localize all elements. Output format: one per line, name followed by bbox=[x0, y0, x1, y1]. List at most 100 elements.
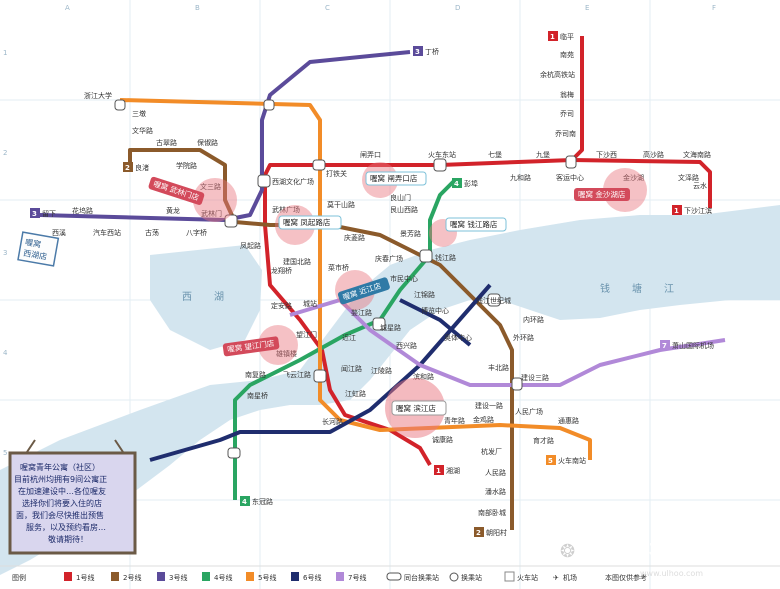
st-genshanxi: 艮山西路 bbox=[390, 205, 418, 214]
st-wengmei: 翁梅 bbox=[560, 90, 574, 99]
term-linping: 临平 bbox=[560, 32, 574, 41]
qiantang-river bbox=[0, 205, 780, 575]
note-line-7: 敬请期待！ bbox=[48, 534, 88, 544]
st-yuhang: 余杭高铁站 bbox=[540, 70, 575, 79]
term-liangzhu-num: 2 bbox=[125, 164, 130, 172]
grid-col-c: C bbox=[325, 4, 330, 12]
st-tonghui: 通惠路 bbox=[558, 416, 579, 425]
grid-col-f: F bbox=[712, 4, 716, 12]
grid-col-d: D bbox=[455, 4, 460, 12]
legend-line2: 2号线 bbox=[123, 573, 141, 582]
st-bazi: 八字桥 bbox=[186, 228, 207, 237]
legend-line6: 6号线 bbox=[303, 573, 321, 582]
st-wenhua: 文华路 bbox=[132, 126, 153, 135]
line-1-path bbox=[263, 36, 712, 467]
sign-line1: 喔窝 bbox=[24, 237, 41, 250]
st-panshui: 潘水路 bbox=[485, 487, 506, 496]
term-hznan: 火车南站 bbox=[558, 456, 586, 465]
st-gucui: 古翠路 bbox=[156, 138, 177, 147]
st-xiongzhen: 雄镇楼 bbox=[276, 349, 297, 358]
term-linping-num: 1 bbox=[550, 33, 555, 41]
st-jingfang: 景芳路 bbox=[400, 229, 421, 238]
terminal-badges: 1 临平 1 下沙江滨 1 湘湖 2 良渚 2 朝阳村 3 丁桥 3 留下 4 … bbox=[30, 31, 714, 537]
st-qingchun: 庆春广场 bbox=[375, 254, 403, 263]
st-qianjianglu: 钱江路 bbox=[435, 253, 456, 262]
st-zhanongkou: 闸弄口 bbox=[360, 151, 381, 159]
term-liuxia: 留下 bbox=[42, 209, 56, 218]
westlake-sign: 喔窝 西湖店 bbox=[17, 231, 60, 267]
st-renminlu: 人民路 bbox=[485, 468, 506, 477]
legend-airport: 机场 bbox=[563, 573, 577, 582]
line-5-path bbox=[119, 98, 592, 460]
st-huanglong: 黄龙 bbox=[166, 206, 180, 215]
st-nanxing: 南星桥 bbox=[247, 391, 268, 400]
st-jiangjin: 江锦路 bbox=[414, 290, 435, 299]
note-line-3: 在加速建设中…各位喔友 bbox=[18, 486, 106, 496]
st-bolan: 博览中心 bbox=[421, 306, 449, 315]
legend-line3: 3号线 bbox=[169, 573, 187, 582]
st-wenze: 文泽路 bbox=[678, 173, 699, 182]
st-qichexi: 汽车西站 bbox=[93, 228, 121, 237]
line-7-path bbox=[289, 298, 726, 387]
note-line-4: 选择你们将要入住的店 bbox=[22, 498, 102, 508]
legend-fineprint: 本图仅供参考 bbox=[605, 573, 647, 582]
st-jinshahu: 金沙湖 bbox=[623, 173, 644, 182]
st-wangjiang: 望江门 bbox=[296, 330, 317, 339]
term-liuxia-num: 3 bbox=[32, 210, 37, 218]
st-chengkang: 诚康路 bbox=[432, 435, 453, 444]
st-gudang: 古荡 bbox=[145, 228, 159, 237]
st-wenhainan: 文海南路 bbox=[683, 150, 711, 159]
st-qjsjc: 钱江世纪城 bbox=[476, 296, 511, 305]
term-airport-num: 7 bbox=[662, 342, 667, 350]
st-waihuan: 外环路 bbox=[513, 333, 534, 342]
st-qiaosinan: 乔司南 bbox=[555, 129, 576, 138]
sign-line2: 西湖店 bbox=[22, 248, 47, 262]
st-wujiang: 婺江路 bbox=[351, 308, 372, 317]
st-xihuwh: 西湖文化广场 bbox=[272, 177, 314, 186]
st-hangfa: 杭发厂 bbox=[481, 447, 502, 456]
watermark-url: www.ulhoo.com bbox=[640, 569, 703, 578]
transfer-stations bbox=[114, 99, 577, 459]
west-lake bbox=[150, 245, 262, 350]
term-chaoyang: 朝阳村 bbox=[486, 528, 507, 537]
shop-jinshahu: 喔窝 金沙湖店 bbox=[578, 189, 626, 199]
st-keyun: 客运中心 bbox=[556, 173, 584, 182]
shop-zhanongkou: 喔窝 闸弄口店 bbox=[370, 173, 418, 183]
note-line-6: 服务，以及预约看房… bbox=[26, 522, 106, 532]
st-sandun: 三墩 bbox=[132, 109, 146, 118]
st-jianshe1: 建设一路 bbox=[475, 401, 503, 410]
note-line-2: 目前杭州均拥有9间公寓正 bbox=[14, 474, 107, 484]
westlake-label: 西 湖 bbox=[182, 291, 230, 303]
st-fengqi: 凤起路 bbox=[240, 241, 261, 250]
st-aoti: 奥体中心 bbox=[444, 333, 472, 342]
st-longxiang: 龙翔桥 bbox=[271, 266, 292, 275]
st-qingnian: 青年路 bbox=[444, 416, 465, 425]
watermark-text: 喔窝在杭州 bbox=[605, 539, 715, 565]
st-genshanmen: 良山门 bbox=[390, 193, 411, 202]
st-binhe: 滨和路 bbox=[413, 372, 434, 381]
term-liangzhu: 良渚 bbox=[135, 163, 149, 172]
st-dingan: 定安路 bbox=[271, 301, 292, 310]
grid-col-e: E bbox=[585, 4, 589, 12]
term-dingqiao: 丁桥 bbox=[425, 47, 439, 56]
grid-row-5: 5 bbox=[3, 449, 7, 457]
station-labels: 南苑 余杭高铁站 翁梅 乔司 乔司南 下沙西 高沙路 文海南路 文泽路 云水 金… bbox=[52, 50, 711, 517]
term-dongguan-num: 4 bbox=[242, 498, 247, 506]
grid-col-b: B bbox=[195, 4, 200, 12]
legend-line5: 5号线 bbox=[258, 573, 276, 582]
watermark: ❂ 喔窝在杭州 www.ulhoo.com bbox=[560, 539, 715, 578]
st-xiashaxi: 下沙西 bbox=[596, 151, 617, 159]
st-yunshui: 云水 bbox=[693, 181, 707, 190]
st-hzdong: 火车东站 bbox=[428, 150, 456, 159]
grid-row-1: 1 bbox=[3, 49, 7, 57]
legend-train: 火车站 bbox=[517, 573, 538, 582]
st-mogan: 莫干山路 bbox=[327, 200, 355, 209]
note-line-5: 面，我们会尽快推出预售 bbox=[16, 510, 104, 520]
st-jianshe3: 建设三路 bbox=[521, 373, 549, 382]
st-chengxing: 城星路 bbox=[380, 323, 401, 332]
shop-qianjianglu: 喔窝 钱江路店 bbox=[450, 219, 498, 229]
airport-icon: ✈ bbox=[553, 574, 559, 582]
term-pengbu-num: 4 bbox=[454, 180, 459, 188]
term-chaoyang-num: 2 bbox=[476, 529, 481, 537]
